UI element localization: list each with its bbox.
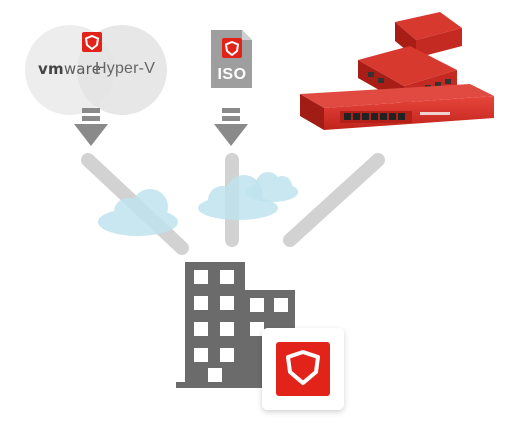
down-arrow-icon xyxy=(214,108,248,146)
appliance-icon xyxy=(300,12,494,130)
shield-icon xyxy=(262,328,344,410)
iso-file-icon xyxy=(211,30,252,88)
cloud-icon xyxy=(246,172,298,202)
iso-label: ISO xyxy=(217,66,247,83)
hyperv-label: Hyper-V xyxy=(95,60,156,77)
building-icon xyxy=(176,262,326,388)
cloud-icon xyxy=(198,175,278,220)
down-arrow-icon xyxy=(74,108,108,146)
cloud-icon xyxy=(98,189,178,236)
vmware-label: vmware xyxy=(38,60,102,78)
shield-icon xyxy=(82,32,102,52)
